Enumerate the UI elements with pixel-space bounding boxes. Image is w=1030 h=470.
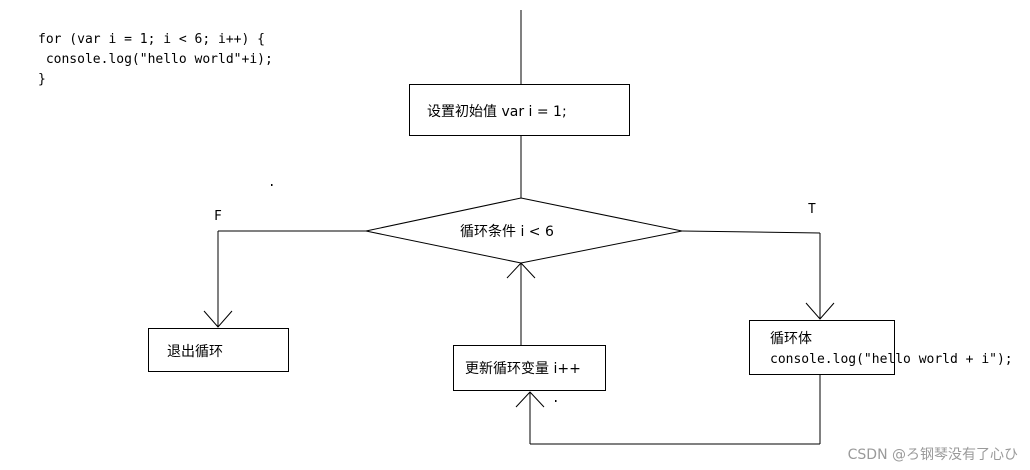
- false-branch-arrowhead: [203, 310, 233, 328]
- loop-body-code: console.log("hello world + i");: [770, 352, 1013, 367]
- update-to-condition-arrowhead: [506, 262, 536, 279]
- loop-body-box: [749, 320, 895, 375]
- exit-box: [148, 328, 289, 372]
- exit-box-label: 退出循环: [167, 344, 223, 360]
- stray-dot: [271, 184, 273, 186]
- init-box: [409, 84, 630, 136]
- init-box-label: 设置初始值 var i = 1;: [427, 103, 567, 120]
- body-return-arrowhead: [515, 391, 545, 408]
- code-line-2: console.log("hello world"+i);: [38, 52, 273, 67]
- true-branch-horizontal: [681, 230, 821, 234]
- update-box: [453, 345, 606, 391]
- code-line-1: for (var i = 1; i < 6; i++) {: [38, 32, 265, 47]
- loop-body-title: 循环体: [770, 331, 812, 347]
- code-line-3: }: [38, 72, 46, 87]
- false-label: F: [214, 209, 222, 224]
- true-branch-arrowhead: [805, 302, 835, 320]
- update-box-label: 更新循环变量 i++: [465, 361, 581, 377]
- watermark: CSDN @ろ钢琴没有了心ひ: [848, 447, 1018, 463]
- true-label: T: [808, 202, 816, 217]
- stray-dot: [555, 400, 557, 402]
- condition-label: 循环条件 i < 6: [460, 223, 554, 240]
